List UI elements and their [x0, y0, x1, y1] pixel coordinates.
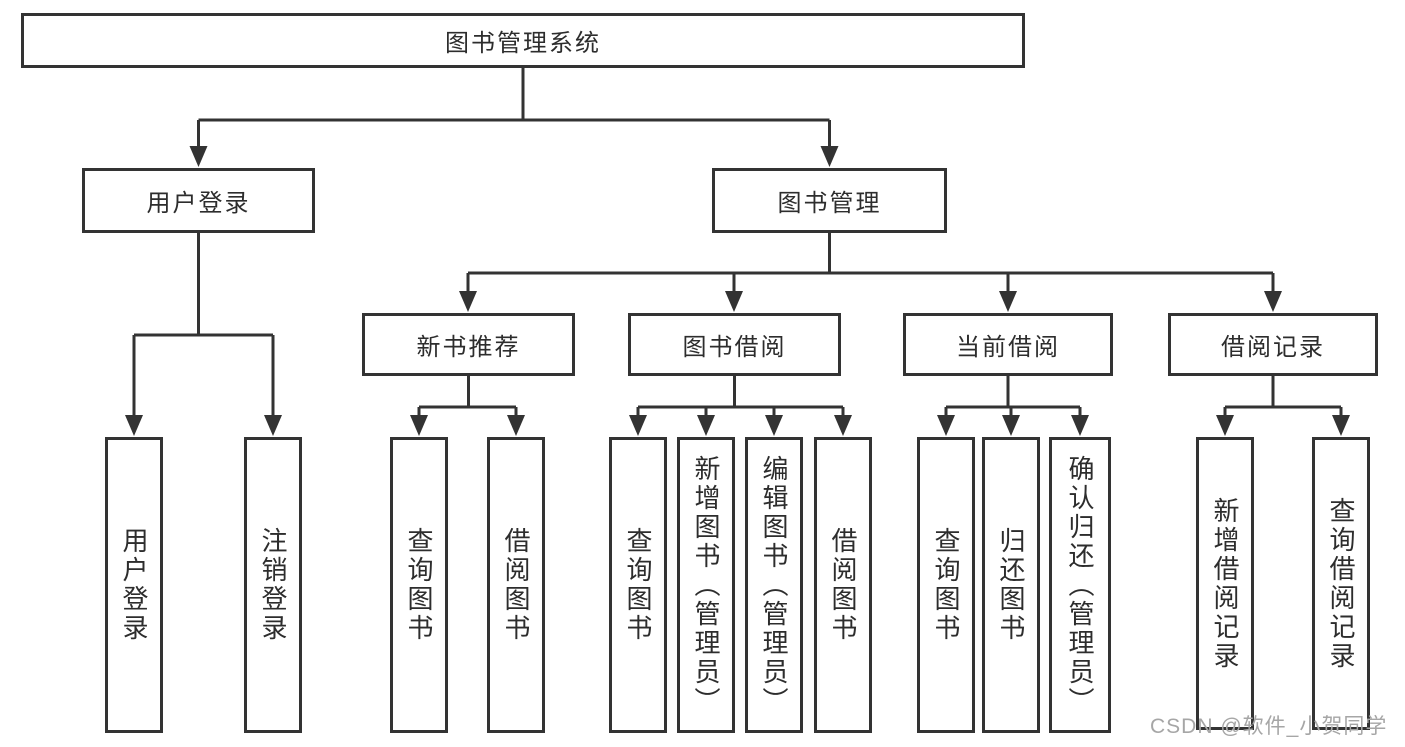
leaf-confirm-return-admin: 确认归还（管理员） — [1049, 437, 1111, 733]
leaf-return-books-label: 归还图书 — [996, 527, 1026, 643]
node-root: 图书管理系统 — [21, 13, 1025, 68]
leaf-return-books: 归还图书 — [982, 437, 1040, 733]
node-borrow-records: 借阅记录 — [1168, 313, 1378, 376]
leaf-query-books-recommend-label: 查询图书 — [404, 527, 434, 643]
leaf-add-borrow-record: 新增借阅记录 — [1196, 437, 1254, 730]
leaf-borrow-books-label: 借阅图书 — [828, 527, 858, 643]
leaf-query-books-borrow-label: 查询图书 — [623, 527, 653, 643]
leaf-query-books-borrow: 查询图书 — [609, 437, 667, 733]
leaf-edit-book-admin-label: 编辑图书（管理员） — [759, 454, 789, 716]
leaf-logout: 注销登录 — [244, 437, 302, 733]
arrowheads — [125, 146, 1350, 436]
leaf-query-borrow-record-label: 查询借阅记录 — [1326, 496, 1356, 671]
leaf-query-books-current: 查询图书 — [917, 437, 975, 733]
leaf-confirm-return-admin-label: 确认归还（管理员） — [1065, 454, 1095, 716]
leaf-user-login-label: 用户登录 — [119, 527, 149, 643]
csdn-watermark: CSDN @软件_小贺同学 — [1150, 715, 1388, 738]
node-user-login: 用户登录 — [82, 168, 315, 233]
leaf-logout-label: 注销登录 — [258, 527, 288, 643]
leaf-user-login: 用户登录 — [105, 437, 163, 733]
leaf-query-books-current-label: 查询图书 — [931, 527, 961, 643]
leaf-add-book-admin-label: 新增图书（管理员） — [691, 454, 721, 716]
node-book-borrow: 图书借阅 — [628, 313, 841, 376]
leaf-borrow-books: 借阅图书 — [814, 437, 872, 733]
leaf-borrow-books-recommend: 借阅图书 — [487, 437, 545, 733]
node-new-book-recommend: 新书推荐 — [362, 313, 575, 376]
leaf-add-book-admin: 新增图书（管理员） — [677, 437, 735, 733]
leaf-edit-book-admin: 编辑图书（管理员） — [745, 437, 803, 733]
leaf-borrow-books-recommend-label: 借阅图书 — [501, 527, 531, 643]
leaf-query-borrow-record: 查询借阅记录 — [1312, 437, 1370, 730]
leaf-query-books-recommend: 查询图书 — [390, 437, 448, 733]
leaf-add-borrow-record-label: 新增借阅记录 — [1210, 496, 1240, 671]
node-current-borrow: 当前借阅 — [903, 313, 1113, 376]
node-book-management: 图书管理 — [712, 168, 947, 233]
